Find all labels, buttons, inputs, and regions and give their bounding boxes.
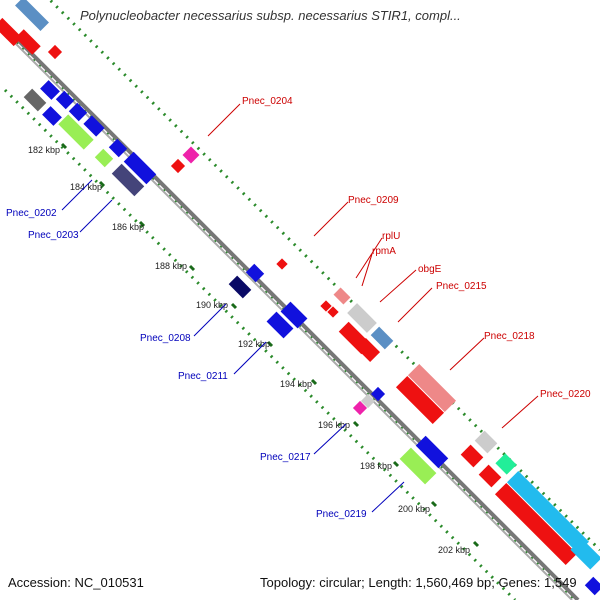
gene-feature[interactable] xyxy=(68,102,88,122)
gene-feature[interactable] xyxy=(123,151,157,185)
gene-feature[interactable] xyxy=(111,163,145,197)
gene-label[interactable]: Pnec_0215 xyxy=(436,281,487,292)
gene-feature[interactable] xyxy=(415,435,449,469)
outer-dotted-track xyxy=(47,0,600,552)
gene-label[interactable]: Pnec_0209 xyxy=(348,195,399,206)
accession-text: Accession: NC_010531 xyxy=(8,575,144,590)
gene-feature[interactable] xyxy=(370,386,386,402)
gene-feature[interactable] xyxy=(108,138,128,158)
gene-label[interactable]: rpmA xyxy=(372,246,396,257)
tick-label: 200 kbp xyxy=(398,504,430,514)
tick-label: 186 kbp xyxy=(112,222,144,232)
gene-feature[interactable] xyxy=(584,576,600,596)
gene-feature[interactable] xyxy=(94,148,114,168)
gene-feature[interactable] xyxy=(83,115,105,137)
gene-feature[interactable] xyxy=(276,258,288,270)
gene-label[interactable]: obgE xyxy=(418,264,442,275)
tick-label: 198 kbp xyxy=(360,461,392,471)
gene-label[interactable]: Pnec_0204 xyxy=(242,96,293,107)
gene-feature[interactable] xyxy=(15,29,41,55)
gene-label[interactable]: Pnec_0211 xyxy=(178,371,228,382)
inner-dotted-track xyxy=(3,88,517,600)
gene-feature[interactable] xyxy=(395,375,445,425)
gene-label[interactable]: Pnec_0219 xyxy=(316,509,367,520)
gene-feature[interactable] xyxy=(333,287,351,305)
gene-feature[interactable] xyxy=(460,444,484,468)
gene-feature[interactable] xyxy=(170,158,186,174)
gene-label[interactable]: rplU xyxy=(382,231,400,242)
gene-feature[interactable] xyxy=(23,88,47,112)
gene-labels-bottom: Pnec_0202 Pnec_0203 Pnec_0208 Pnec_0211 … xyxy=(6,208,367,520)
gene-feature[interactable] xyxy=(47,44,63,60)
gene-feature[interactable] xyxy=(347,303,377,333)
gene-feature[interactable] xyxy=(506,470,590,554)
gene-feature[interactable] xyxy=(280,301,308,329)
gene-label[interactable]: Pnec_0220 xyxy=(540,389,591,400)
tick-labels: 182 kbp 184 kbp 186 kbp 188 kbp 190 kbp … xyxy=(28,145,470,555)
gene-feature[interactable] xyxy=(55,90,75,110)
gene-feature[interactable] xyxy=(42,106,62,126)
tick-label: 190 kbp xyxy=(196,300,228,310)
gene-feature[interactable] xyxy=(474,430,498,454)
gene-feature[interactable] xyxy=(0,17,23,47)
tick-label: 202 kbp xyxy=(438,545,470,555)
gene-label[interactable]: Pnec_0217 xyxy=(260,452,311,463)
map-title: Polynucleobacter necessarius subsp. nece… xyxy=(80,8,461,23)
scale-ticks xyxy=(60,142,480,548)
gene-feature[interactable] xyxy=(495,453,517,475)
gene-label[interactable]: Pnec_0203 xyxy=(28,230,79,241)
gene-labels-top: Pnec_0204 Pnec_0209 rplU rpmA obgE Pnec_… xyxy=(242,96,591,400)
gene-feature[interactable] xyxy=(40,80,60,100)
gene-feature[interactable] xyxy=(399,447,437,485)
gene-feature[interactable] xyxy=(245,263,265,283)
gene-feature[interactable] xyxy=(266,311,294,339)
tick-label: 182 kbp xyxy=(28,145,60,155)
gene-label[interactable]: Pnec_0202 xyxy=(6,208,57,219)
gene-feature[interactable] xyxy=(15,0,49,31)
tick-label: 192 kbp xyxy=(238,339,270,349)
gene-label[interactable]: Pnec_0218 xyxy=(484,331,535,342)
gene-feature[interactable] xyxy=(228,275,252,299)
tick-label: 184 kbp xyxy=(70,182,102,192)
gene-label[interactable]: Pnec_0208 xyxy=(140,333,191,344)
gene-feature[interactable] xyxy=(352,400,368,416)
gene-feature[interactable] xyxy=(360,393,376,409)
tick-label: 188 kbp xyxy=(155,261,187,271)
label-leader-lines xyxy=(61,103,539,513)
genome-summary-text: Topology: circular; Length: 1,560,469 bp… xyxy=(260,575,577,590)
gene-feature[interactable] xyxy=(355,337,381,363)
gene-feature[interactable] xyxy=(478,464,502,488)
gene-feature[interactable] xyxy=(570,538,600,570)
gene-feature[interactable] xyxy=(370,326,394,350)
gene-feature[interactable] xyxy=(407,363,457,413)
tick-label: 194 kbp xyxy=(280,379,312,389)
gene-feature[interactable] xyxy=(494,482,578,566)
tick-label: 196 kbp xyxy=(318,420,350,430)
gene-feature[interactable] xyxy=(58,114,94,150)
